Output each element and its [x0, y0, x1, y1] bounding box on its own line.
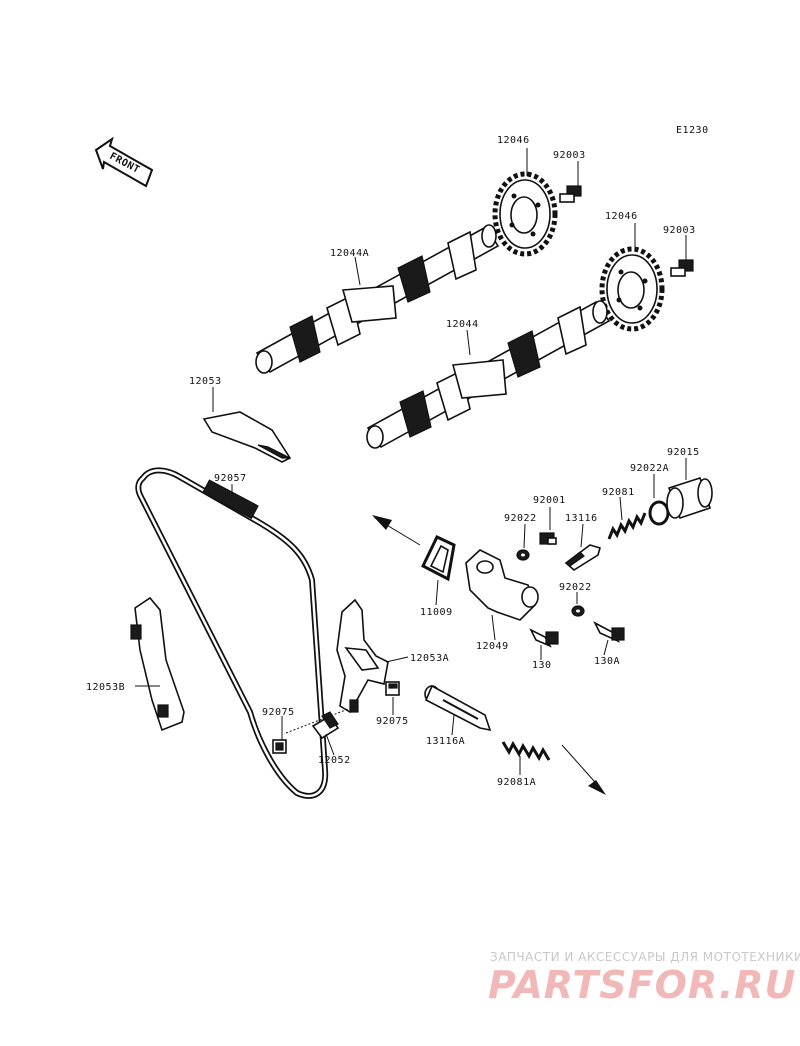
label-92075-left: 92075	[262, 707, 295, 718]
label-13116: 13116	[565, 513, 598, 524]
label-12044a: 12044A	[330, 248, 369, 259]
ref-code: E1230	[676, 125, 709, 136]
plunger-pin	[564, 544, 601, 571]
label-92003-upper: 92003	[553, 150, 586, 161]
front-arrow-icon: FRONT	[94, 136, 154, 188]
spring-upper	[607, 512, 647, 540]
label-12046-lower: 12046	[605, 211, 638, 222]
label-92081: 92081	[602, 487, 635, 498]
label-11009: 11009	[420, 607, 453, 618]
label-92003-lower: 92003	[663, 225, 696, 236]
cam-chain	[135, 467, 329, 799]
o-ring	[648, 500, 670, 526]
chain-guide-left	[130, 596, 185, 732]
label-12053: 12053	[189, 376, 222, 387]
label-13116a: 13116A	[426, 736, 465, 747]
chain-master-link	[202, 479, 259, 520]
damper-right	[385, 681, 400, 696]
label-92022-mid: 92022	[559, 582, 592, 593]
label-12053b: 12053B	[86, 682, 125, 693]
watermark-tagline: ЗАПЧАСТИ И АКСЕССУАРЫ ДЛЯ МОТОТЕХНИКИ	[490, 950, 800, 964]
tensioner-body	[465, 549, 539, 621]
lower-camshaft	[366, 300, 611, 449]
label-12046-upper: 12046	[497, 135, 530, 146]
label-12044: 12044	[446, 319, 479, 330]
small-bolt	[539, 532, 557, 545]
lower-sprocket-bolt	[670, 259, 694, 277]
label-130: 130	[532, 660, 552, 671]
tensioner-gasket	[421, 535, 456, 582]
tensioner-guide	[336, 598, 389, 714]
washer-top	[516, 549, 530, 561]
label-92057: 92057	[214, 473, 247, 484]
label-92015: 92015	[667, 447, 700, 458]
watermark-logo: PARTSFOR.RU	[488, 963, 797, 1007]
upper-sprocket-bolt	[559, 185, 582, 203]
label-12053a: 12053A	[410, 653, 449, 664]
label-12049: 12049	[476, 641, 509, 652]
label-92001: 92001	[533, 495, 566, 506]
pushrod	[424, 684, 492, 732]
lower-cam-sprocket	[599, 246, 665, 332]
top-chain-guide	[202, 411, 292, 463]
label-130a: 130A	[594, 656, 620, 667]
label-92081a: 92081A	[497, 777, 536, 788]
label-92022-top: 92022	[504, 513, 537, 524]
assembly-arrow-upper	[372, 515, 421, 546]
bolt-130	[529, 628, 559, 648]
assembly-arrow-lower	[561, 744, 606, 795]
spring-lower	[501, 740, 551, 762]
washer-mid	[571, 605, 585, 617]
damper-left	[272, 739, 287, 754]
upper-cam-sprocket	[492, 171, 558, 257]
bolt-130a	[593, 621, 625, 643]
label-12052: 12052	[318, 755, 351, 766]
label-92075-right: 92075	[376, 716, 409, 727]
leader-lines	[135, 148, 687, 775]
bushing	[311, 711, 340, 740]
tensioner-cap	[666, 476, 713, 520]
label-92022a: 92022A	[630, 463, 669, 474]
upper-camshaft	[255, 224, 500, 374]
